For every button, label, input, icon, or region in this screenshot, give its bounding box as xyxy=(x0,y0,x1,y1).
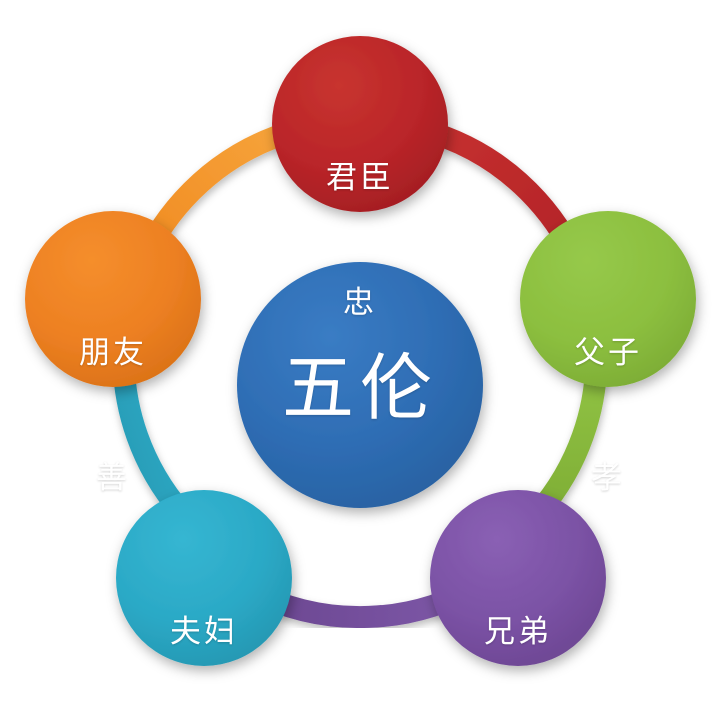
node-husband-wife-hit[interactable] xyxy=(116,490,292,666)
node-friends-circle[interactable] xyxy=(25,211,201,387)
center-node-hit[interactable] xyxy=(237,262,483,508)
node-father-son-circle[interactable] xyxy=(520,211,696,387)
node-husband-wife-circle[interactable] xyxy=(116,490,292,666)
node-ruler-subject-circle[interactable] xyxy=(272,36,448,212)
outer-node-group xyxy=(25,36,696,666)
node-brothers-circle[interactable] xyxy=(430,490,606,666)
node-brothers-hit[interactable] xyxy=(430,490,606,666)
center-node-circle[interactable] xyxy=(237,262,483,508)
node-ruler-subject-hit[interactable] xyxy=(272,36,448,212)
node-father-son-hit[interactable] xyxy=(520,211,696,387)
node-friends-hit[interactable] xyxy=(25,211,201,387)
